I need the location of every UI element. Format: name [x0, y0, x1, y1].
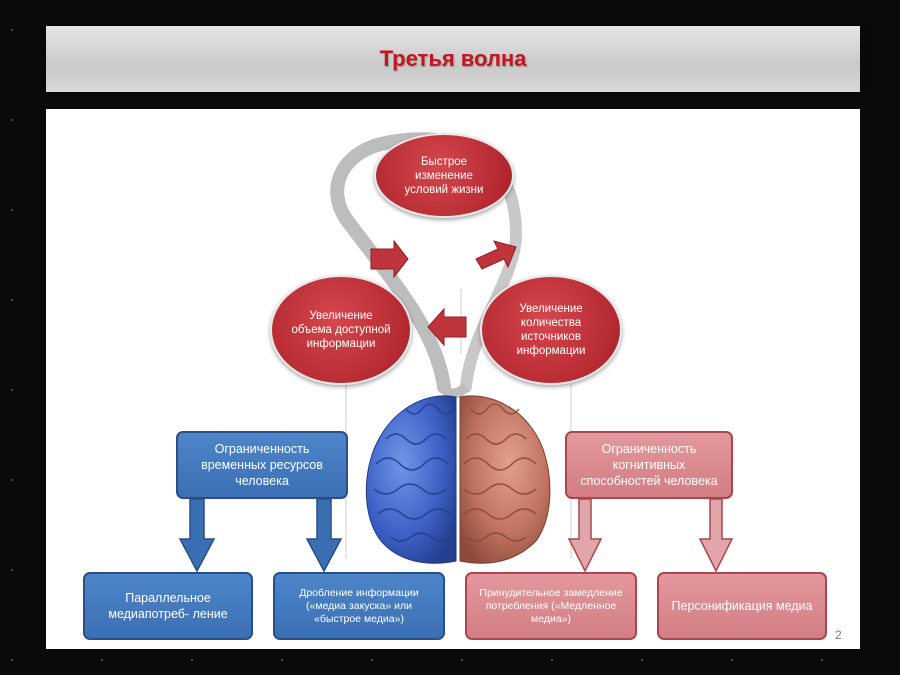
- arrow-blue-left: [178, 498, 216, 573]
- circle-top: Быстрое изменение условий жизни: [374, 133, 514, 218]
- brain-right-hemisphere: [459, 395, 551, 564]
- right-branch-child-right-label: Персонификация медиа: [671, 599, 813, 613]
- circle-left-label: Увеличение объема доступной информации: [291, 310, 391, 350]
- arrow-blue-right: [305, 498, 343, 573]
- arrow-top-to-right: [475, 240, 517, 270]
- circle-right: Увеличение количества источников информа…: [480, 275, 622, 385]
- circle-top-label: Быстрое изменение условий жизни: [404, 155, 484, 196]
- arrow-pink-left: [567, 498, 603, 573]
- right-branch-child-right: Персонификация медиа: [657, 572, 827, 640]
- arrow-right-to-left: [427, 307, 467, 347]
- left-branch-header: Ограниченность временных ресурсов челове…: [176, 431, 348, 499]
- slide-title: Третья волна: [379, 46, 527, 71]
- red-arrows: [370, 239, 517, 347]
- brain-left-hemisphere: [365, 395, 457, 564]
- left-branch-child-left: Параллельное медиапотреб- ление: [83, 572, 253, 640]
- circle-right-label: Увеличение количества источников информа…: [516, 303, 586, 357]
- right-branch-child-left: Принудительное замедление потребления («…: [465, 572, 637, 640]
- diagram-panel: Быстрое изменение условий жизни Увеличен…: [46, 109, 860, 649]
- title-bar: Третья волна: [46, 26, 860, 92]
- pink-down-arrows: [567, 498, 734, 573]
- brain-graphic: [365, 395, 551, 564]
- left-branch-child-left-label: Параллельное медиапотреб- ление: [108, 591, 228, 621]
- left-branch-header-label: Ограниченность временных ресурсов челове…: [201, 442, 323, 488]
- page-number: 2: [835, 628, 842, 642]
- arrow-pink-right: [698, 498, 734, 573]
- right-branch-header: Ограниченность когнитивных способностей …: [565, 431, 733, 499]
- right-branch-header-label: Ограниченность когнитивных способностей …: [580, 442, 718, 488]
- left-branch-child-right-label: Дробление информации («медиа закуска» ил…: [299, 586, 419, 625]
- circle-left: Увеличение объема доступной информации: [270, 275, 412, 385]
- arrow-top-to-left: [370, 239, 409, 279]
- right-branch-child-left-label: Принудительное замедление потребления («…: [479, 586, 623, 625]
- left-branch-child-right: Дробление информации («медиа закуска» ил…: [273, 572, 445, 640]
- diagram-graphics: [178, 132, 734, 573]
- blue-down-arrows: [178, 498, 343, 573]
